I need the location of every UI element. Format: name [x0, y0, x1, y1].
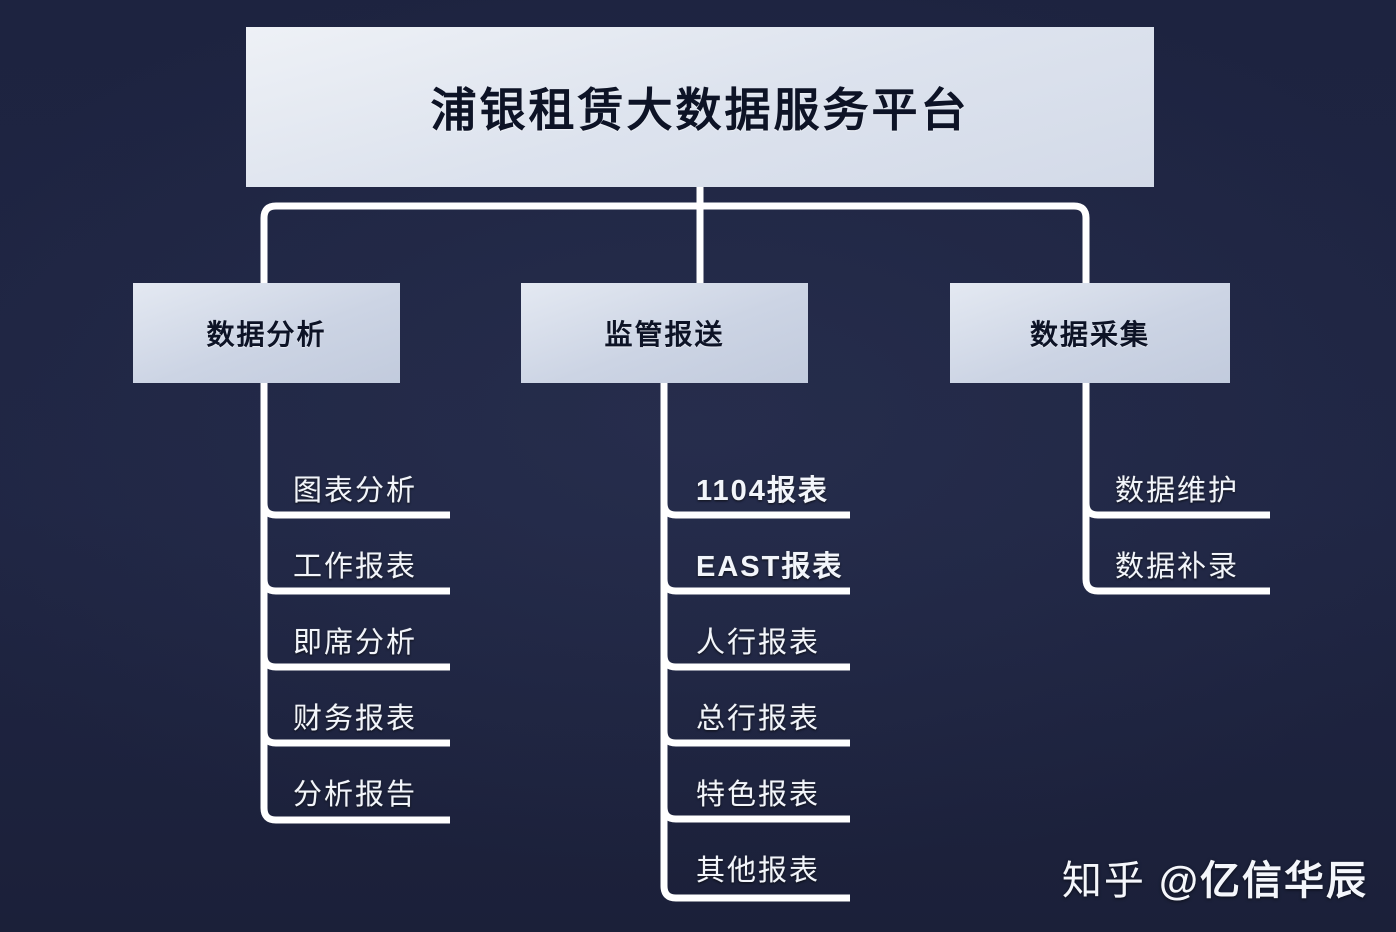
leaf-item[interactable]: 总行报表: [696, 703, 821, 735]
leaf-item[interactable]: 工作报表: [293, 551, 418, 583]
leaf-item[interactable]: 财务报表: [293, 703, 418, 735]
watermark-platform: 知乎: [1061, 859, 1146, 903]
leaf-item[interactable]: 其他报表: [696, 855, 821, 887]
leaf-item[interactable]: 数据补录: [1115, 551, 1240, 583]
branch-node-regulatory-reporting[interactable]: 监管报送: [521, 283, 808, 383]
leaf-item[interactable]: 即席分析: [293, 627, 418, 659]
watermark: 知乎 @亿信华辰: [1062, 848, 1368, 906]
leaf-item[interactable]: 图表分析: [293, 475, 418, 507]
leaf-item[interactable]: 特色报表: [696, 779, 821, 811]
branch-node-data-collection[interactable]: 数据采集: [950, 283, 1230, 383]
leaf-item[interactable]: 1104报表: [696, 475, 829, 507]
leaf-item[interactable]: 分析报告: [293, 779, 418, 811]
connector-bus-right: [700, 202, 1090, 283]
page-title: 浦银租赁大数据服务平台: [246, 27, 1154, 187]
trunk-branch-0: [260, 383, 450, 824]
leaf-item[interactable]: 人行报表: [696, 627, 821, 659]
leaf-item[interactable]: 数据维护: [1115, 475, 1240, 507]
watermark-handle: @亿信华辰: [1158, 859, 1368, 903]
connector-bus-left: [260, 202, 700, 283]
branch-node-data-analysis[interactable]: 数据分析: [133, 283, 400, 383]
leaf-item[interactable]: EAST报表: [696, 551, 844, 583]
